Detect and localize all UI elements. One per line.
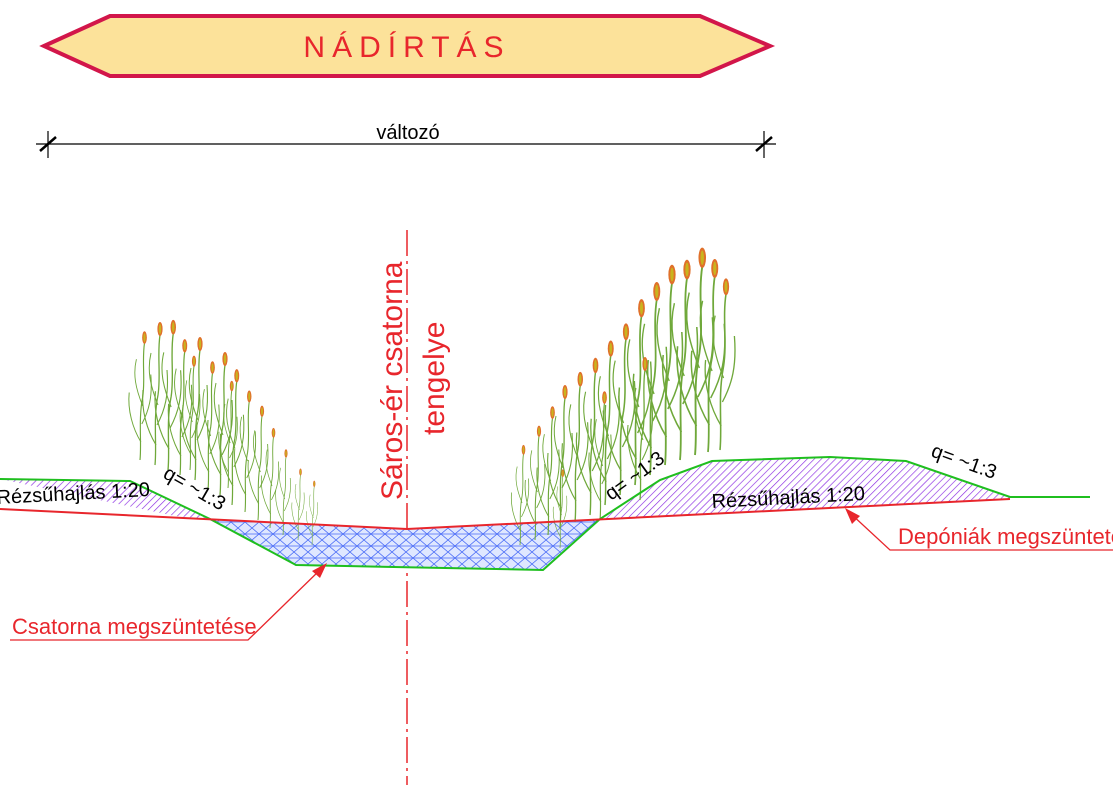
- channel-fill: [210, 519, 600, 570]
- title-banner: [39, 14, 776, 78]
- existing-terrain-line: [0, 455, 1090, 572]
- left-deposit-hatch: [0, 479, 210, 519]
- callout-right-leader: [845, 508, 1113, 551]
- callout-left-leader: [10, 563, 327, 641]
- axis-label-line2: tengelye: [418, 322, 451, 435]
- design-line: [0, 498, 1011, 531]
- dimension-label: változó: [376, 122, 439, 144]
- callout-right: Depóniák megszüntetése: [898, 524, 1113, 549]
- callout-left: Csatorna megszüntetése: [12, 614, 257, 639]
- axis-label-line1: Sáros-ér csatorna: [376, 261, 409, 500]
- title-text: NÁDÍRTÁS: [303, 31, 510, 64]
- dimension-line: [36, 131, 776, 158]
